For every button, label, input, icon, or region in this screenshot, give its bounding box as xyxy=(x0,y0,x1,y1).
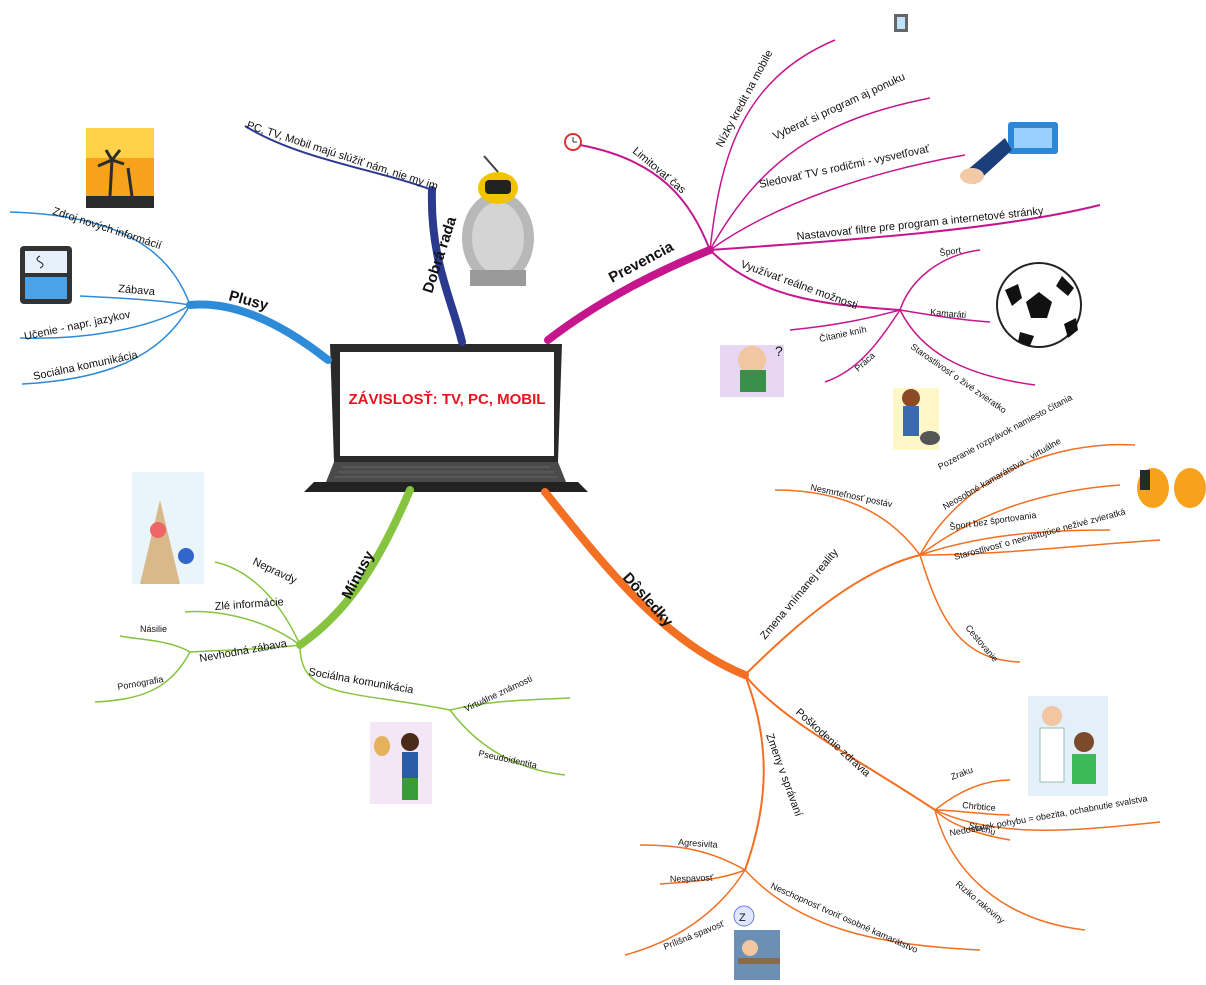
central-laptop: ZÁVISLOSŤ: TV, PC, MOBIL xyxy=(304,344,588,492)
plusy-item-3: Učenie - napr. jazykov xyxy=(23,309,132,343)
realne-label: Využívať reálne možnosti xyxy=(739,259,859,313)
minusy-nevhodna: Nevhodná zábava xyxy=(198,638,288,665)
branch-minusy: Mínusy Nepravdy Zlé informácie Nevhodná … xyxy=(94,472,571,804)
alarm-clock-icon xyxy=(564,133,582,151)
limitovat-cas-label: Limitovať čas xyxy=(630,145,688,196)
orange-creatures-image xyxy=(1137,468,1206,508)
plusy-item-2: Zábava xyxy=(118,283,156,298)
masked-person-image xyxy=(370,722,432,804)
film-icon xyxy=(894,14,908,32)
remote-control-image xyxy=(960,122,1058,184)
question-mark-icon: ? xyxy=(775,343,783,359)
sleep-z-icon: Z xyxy=(739,912,746,924)
zmena-item-1: Nesmrteľnosť postáv xyxy=(810,482,894,509)
minusy-nepravdy: Nepravdy xyxy=(251,556,299,587)
minusy-pseudoidentita: Pseudoidentita xyxy=(478,748,538,770)
minusy-virtualne: Virtuálne známosti xyxy=(463,674,534,714)
zmena-item-3: Neosobné kamarátstva - virtuálne xyxy=(941,436,1063,512)
zmena-item-5: Starostlivosť o neexistujúce neživé zvie… xyxy=(953,506,1127,561)
reading-boy-image: ? xyxy=(720,343,784,397)
dobra-rada-label: Dobrá rada xyxy=(420,214,461,295)
zmena-label: Zmena vnímanej reality xyxy=(758,546,841,642)
minusy-pornografia: Pornografia xyxy=(117,674,165,692)
central-title: ZÁVISLOSŤ: TV, PC, MOBIL xyxy=(349,390,546,408)
limitovat-item-2: Vyberať si program aj ponuku xyxy=(771,71,907,143)
minusy-socialna: Sociálna komunikácia xyxy=(307,666,415,696)
zmena-item-6: Cestovanie xyxy=(963,623,1000,664)
realne-item-citanie: Čítanie kníh xyxy=(818,324,867,344)
sleeping-person-image: Z xyxy=(733,905,780,980)
dosledky-label: Dôsledky xyxy=(619,569,677,630)
filtre-label: Nastavovať filtre pre program a internet… xyxy=(796,205,1044,243)
realne-item-sport: Šport xyxy=(939,245,962,258)
spravanie-item-2: Nespavosť xyxy=(670,872,714,884)
zdravie-item-4: Nedostatok pohybu = obezita, ochabnutie … xyxy=(949,793,1149,838)
realne-item-praca: Práca xyxy=(853,350,877,373)
soccer-ball-image xyxy=(996,262,1082,348)
minusy-label: Mínusy xyxy=(339,548,379,602)
branch-prevencia: Prevencia Limitovať čas Nízky kredit na … xyxy=(544,14,1101,450)
branch-dobra-rada: Dobrá rada PC, TV, Mobil majú slúžiť nám… xyxy=(244,119,534,346)
zdravie-label: Poškodenie zdravia xyxy=(793,706,873,780)
zdravie-item-1: Zraku xyxy=(949,765,974,782)
doctor-patient-image xyxy=(1028,696,1108,796)
plusy-item-4: Sociálna komunikácia xyxy=(32,349,139,383)
minusy-nasilie: Násilie xyxy=(140,624,167,634)
dobra-rada-item: PC, TV, Mobil majú slúžiť nám, nie my im xyxy=(245,119,439,192)
keyboard-computer-icon xyxy=(20,246,72,304)
minusy-zle: Zlé informácie xyxy=(214,596,284,613)
spravanie-item-1: Agresivita xyxy=(678,837,718,850)
plusy-item-1: Zdroj nových informácií xyxy=(51,205,163,252)
realne-item-kamarati: Kamaráti xyxy=(930,307,967,320)
palm-sunset-image xyxy=(86,128,154,208)
girl-with-dog-image xyxy=(893,388,940,450)
spravanie-item-4: Neschopnosť tvoriť osobné kamarátstvo xyxy=(769,881,919,955)
branch-dosledky: Dôsledky Zmena vnímanej reality Nesmrteľ… xyxy=(541,392,1206,980)
tv-head-image xyxy=(462,155,534,286)
limitovat-item-1: Nízky kredit na mobile xyxy=(714,48,775,149)
branch-plusy: Plusy Zdroj nových informácií Zábava Uče… xyxy=(9,128,332,385)
spravanie-label: Zmeny v správaní xyxy=(763,732,804,818)
zdravie-item-2: Chrbtice xyxy=(962,800,996,813)
climbers-image xyxy=(132,472,204,584)
